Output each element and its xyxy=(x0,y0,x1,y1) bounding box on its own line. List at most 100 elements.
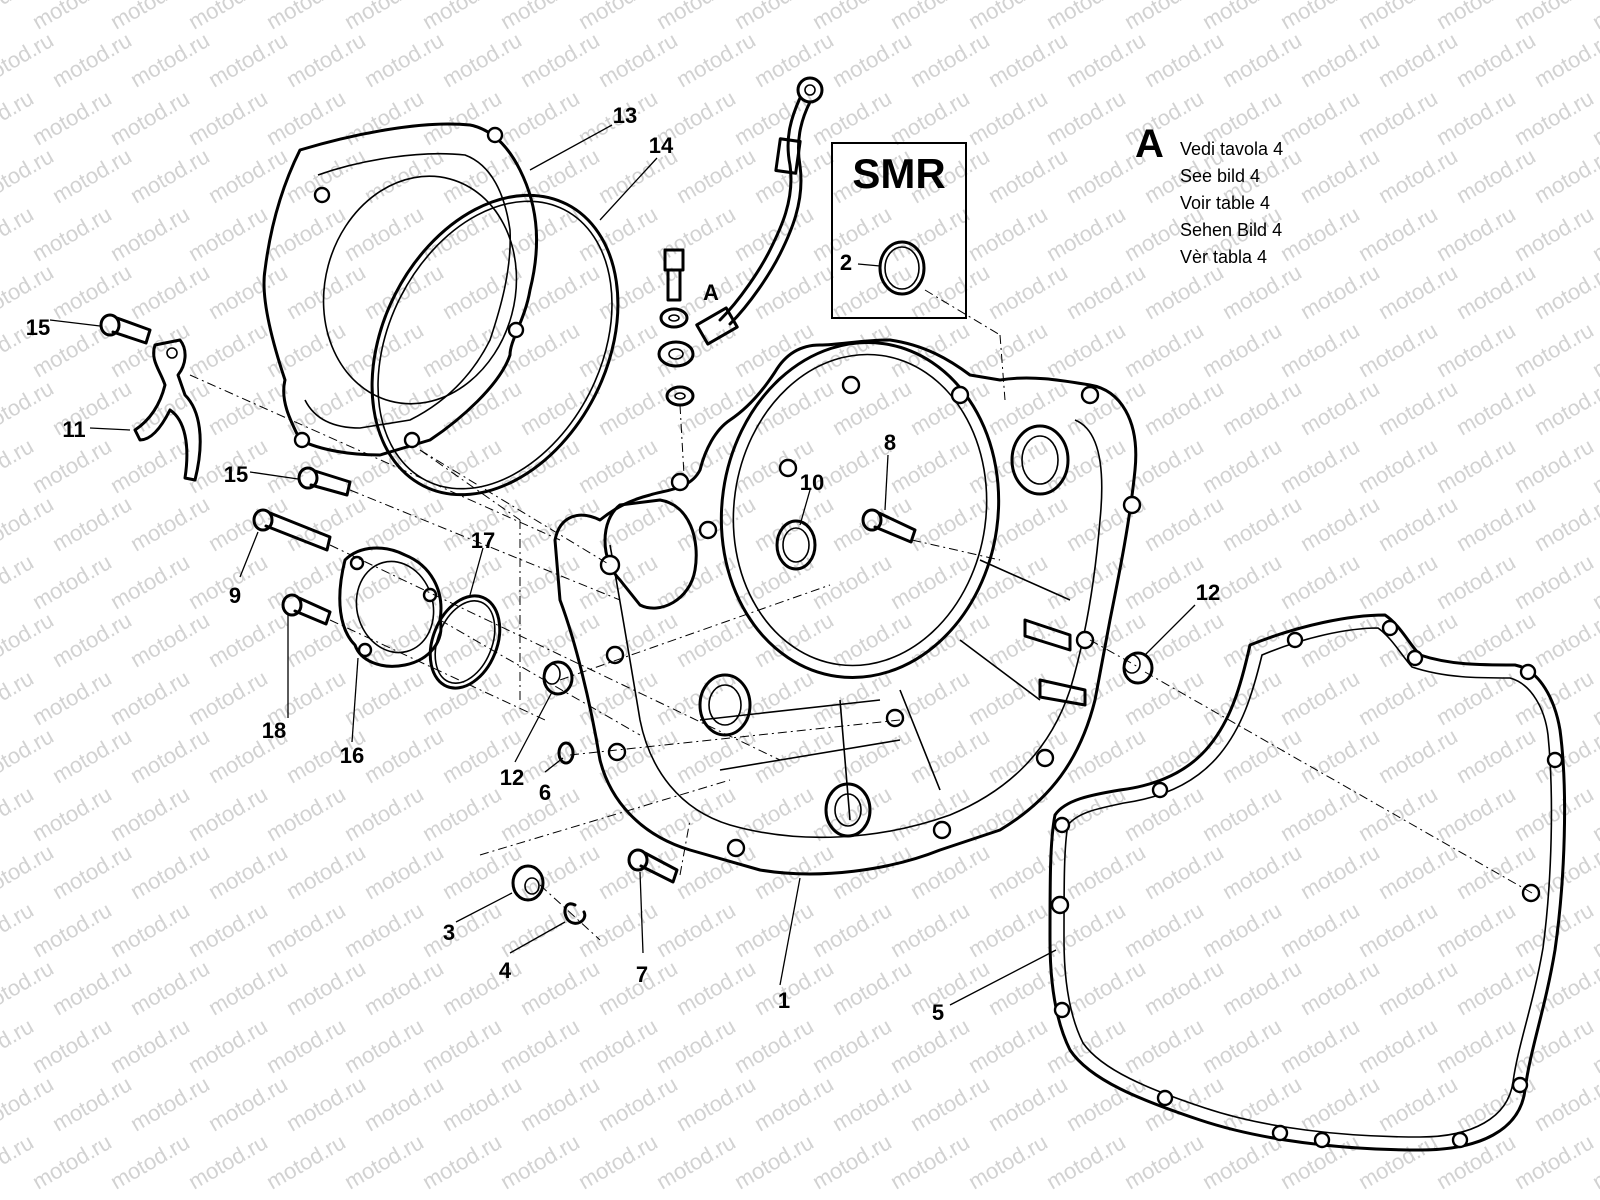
watermark-text: motod.ru xyxy=(0,1013,38,1078)
watermark-text: motod.ru xyxy=(1374,259,1462,324)
watermark-text: motod.ru xyxy=(906,839,994,904)
watermark-text: motod.ru xyxy=(340,781,428,846)
watermark-text: motod.ru xyxy=(672,1071,760,1136)
watermark-text: motod.ru xyxy=(750,491,838,556)
watermark-text: motod.ru xyxy=(1296,955,1384,1020)
watermark-text: motod.ru xyxy=(1140,27,1228,92)
watermark-text: motod.ru xyxy=(1588,0,1600,34)
part-15-bolt-upper xyxy=(99,313,152,345)
watermark-text: motod.ru xyxy=(1042,1129,1130,1194)
watermark-text: motod.ru xyxy=(1530,1071,1600,1136)
watermark-text: motod.ru xyxy=(1140,259,1228,324)
watermark-text: motod.ru xyxy=(828,955,916,1020)
callout-4: 4 xyxy=(499,958,512,983)
part-13-clutch-cover xyxy=(262,122,539,457)
watermark-text: motod.ru xyxy=(1120,1013,1208,1078)
watermark-text: motod.ru xyxy=(0,955,58,1020)
watermark-text: motod.ru xyxy=(516,955,604,1020)
watermark-text: motod.ru xyxy=(282,839,370,904)
legend-line-5: Vèr tabla 4 xyxy=(1180,247,1267,267)
watermark-text: motod.ru xyxy=(204,955,292,1020)
watermark-text: motod.ru xyxy=(28,897,116,962)
callout-15-upper: 15 xyxy=(26,315,50,340)
watermark-text: motod.ru xyxy=(906,723,994,788)
watermark-text: motod.ru xyxy=(496,1013,584,1078)
watermark-text: motod.ru xyxy=(204,27,292,92)
part-15-bolt-lower xyxy=(297,466,352,497)
watermark-text: motod.ru xyxy=(672,955,760,1020)
watermark-text: motod.ru xyxy=(106,85,194,150)
part-9-long-bolt xyxy=(252,508,332,552)
watermark-text: motod.ru xyxy=(0,375,58,440)
watermark-text: motod.ru xyxy=(438,955,526,1020)
watermark-text: motod.ru xyxy=(340,201,428,266)
watermark-text: motod.ru xyxy=(1452,955,1540,1020)
watermark-text: motod.ru xyxy=(672,607,760,672)
watermark-text: motod.ru xyxy=(984,27,1072,92)
watermark-text: motod.ru xyxy=(418,665,506,730)
watermark-text: motod.ru xyxy=(438,375,526,440)
watermark-text: motod.ru xyxy=(574,781,662,846)
watermark-text: motod.ru xyxy=(0,1129,38,1194)
part-12-bushing-right xyxy=(1122,651,1154,685)
watermark-text: motod.ru xyxy=(184,781,272,846)
legend-line-1: Vedi tavola 4 xyxy=(1180,139,1283,159)
watermark-text: motod.ru xyxy=(0,143,58,208)
watermark-text: motod.ru xyxy=(1374,1071,1462,1136)
watermark-text: motod.ru xyxy=(1354,317,1442,382)
watermark-text: motod.ru xyxy=(1042,85,1130,150)
watermark-text: motod.ru xyxy=(1198,897,1286,962)
watermark-text: motod.ru xyxy=(828,375,916,440)
hose-marker-a: A xyxy=(703,280,719,305)
smr-part-label: 2 xyxy=(840,250,852,275)
watermark-text: motod.ru xyxy=(1510,433,1598,498)
watermark-text: motod.ru xyxy=(750,375,838,440)
watermark-text: motod.ru xyxy=(204,607,292,672)
watermark-text: motod.ru xyxy=(48,27,136,92)
watermark-text: motod.ru xyxy=(126,839,214,904)
watermark-text: motod.ru xyxy=(730,1013,818,1078)
watermark-text: motod.ru xyxy=(1218,955,1306,1020)
watermark-text: motod.ru xyxy=(48,143,136,208)
watermark-text: motod.ru xyxy=(496,85,584,150)
watermark-text: motod.ru xyxy=(360,27,448,92)
watermark-text: motod.ru xyxy=(730,665,818,730)
watermark-text: motod.ru xyxy=(418,1013,506,1078)
watermark-text: motod.ru xyxy=(1354,1129,1442,1194)
watermark-text: motod.ru xyxy=(886,1129,974,1194)
watermark-text: motod.ru xyxy=(984,839,1072,904)
watermark-text: motod.ru xyxy=(1354,433,1442,498)
watermark-text: motod.ru xyxy=(1042,317,1130,382)
watermark-text: motod.ru xyxy=(750,27,838,92)
watermark-text: motod.ru xyxy=(1140,723,1228,788)
callout-14: 14 xyxy=(649,133,674,158)
watermark-text: motod.ru xyxy=(886,897,974,962)
watermark-text: motod.ru xyxy=(1276,1013,1364,1078)
part-7-bolt xyxy=(627,848,679,884)
watermark-text: motod.ru xyxy=(360,491,448,556)
watermark-text: motod.ru xyxy=(1120,1129,1208,1194)
watermark-text: motod.ru xyxy=(828,607,916,672)
watermark-text: motod.ru xyxy=(1432,1129,1520,1194)
watermark-text: motod.ru xyxy=(984,143,1072,208)
watermark-text: motod.ru xyxy=(28,201,116,266)
watermark-text: motod.ru xyxy=(1354,665,1442,730)
watermark-text: motod.ru xyxy=(1374,839,1462,904)
watermark-text: motod.ru xyxy=(28,781,116,846)
watermark-text: motod.ru xyxy=(886,201,974,266)
part-3-nut xyxy=(511,864,545,902)
watermark-text: motod.ru xyxy=(1374,27,1462,92)
watermark-text: motod.ru xyxy=(1452,259,1540,324)
watermark-text: motod.ru xyxy=(906,1071,994,1136)
watermark-text: motod.ru xyxy=(48,839,136,904)
callout-5: 5 xyxy=(932,1000,944,1025)
watermark-text: motod.ru xyxy=(906,27,994,92)
watermark-text: motod.ru xyxy=(1432,781,1520,846)
watermark-text: motod.ru xyxy=(984,1071,1072,1136)
watermark-text: motod.ru xyxy=(594,375,682,440)
watermark-text: motod.ru xyxy=(262,549,350,614)
watermark-text: motod.ru xyxy=(438,607,526,672)
watermark-text: motod.ru xyxy=(438,1071,526,1136)
watermark-text: motod.ru xyxy=(1062,839,1150,904)
watermark-text: motod.ru xyxy=(574,1013,662,1078)
